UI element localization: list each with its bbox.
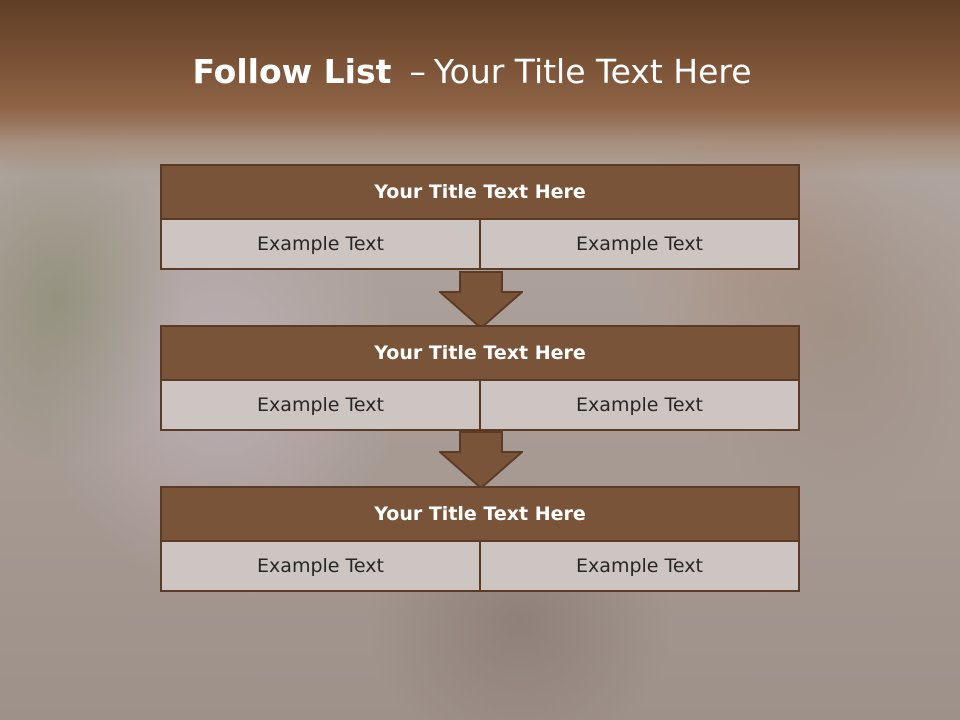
block-cell-left: Example Text: [160, 220, 481, 270]
flow-block-1: Your Title Text Here Example Text Exampl…: [160, 164, 800, 270]
flow-block-3: Your Title Text Here Example Text Exampl…: [160, 486, 800, 592]
flow-block-2: Your Title Text Here Example Text Exampl…: [160, 325, 800, 431]
down-arrow-icon: [439, 431, 523, 489]
slide-title: Follow List–Your Title Text Here: [0, 52, 944, 91]
block-row: Example Text Example Text: [160, 542, 800, 592]
down-arrow-icon: [439, 271, 523, 329]
slide-title-rest: Your Title Text Here: [433, 52, 752, 91]
slide-title-separator: –: [409, 52, 426, 91]
block-cell-right: Example Text: [481, 220, 800, 270]
block-cell-left: Example Text: [160, 381, 481, 431]
block-cell-right: Example Text: [481, 381, 800, 431]
block-cell-left: Example Text: [160, 542, 481, 592]
block-title: Your Title Text Here: [160, 486, 800, 542]
block-cell-right: Example Text: [481, 542, 800, 592]
block-row: Example Text Example Text: [160, 381, 800, 431]
block-row: Example Text Example Text: [160, 220, 800, 270]
header-band: [0, 0, 960, 175]
slide-title-bold: Follow List: [192, 52, 392, 91]
block-title: Your Title Text Here: [160, 325, 800, 381]
block-title: Your Title Text Here: [160, 164, 800, 220]
